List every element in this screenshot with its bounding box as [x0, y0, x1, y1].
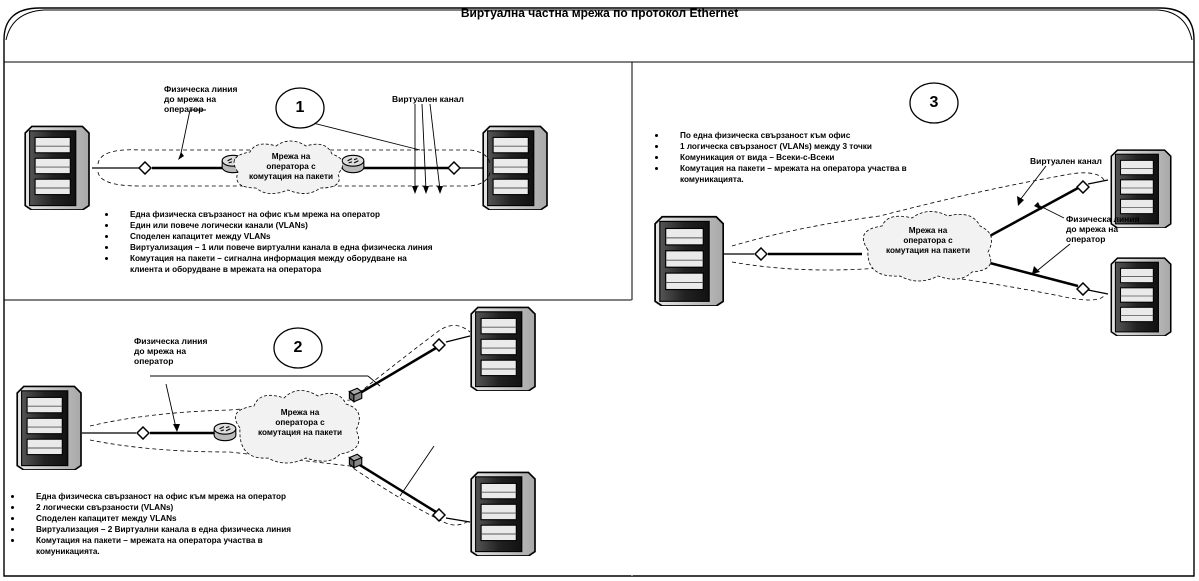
server-icon: [16, 385, 82, 470]
list-item: Една физическа свързаност на офис към мр…: [4, 491, 291, 502]
list-item: 2 логически свързаности (VLANs): [4, 502, 291, 513]
list-item: Един или повече логически канали (VLANs): [98, 220, 433, 231]
section2-diagram: [16, 306, 536, 556]
virtual-channel-label: Виртуален канал: [392, 94, 464, 104]
server-icon: [470, 471, 536, 556]
list-item: По една физическа свързаност към офис: [648, 130, 907, 141]
physical-line-label: Физическа линия до мрежа на оператор: [164, 84, 238, 114]
list-item: Комуникация от вида – Всеки-с-Всеки: [648, 152, 907, 163]
section-number-circle: [909, 82, 959, 124]
server-icon: [470, 306, 536, 391]
section-number: 3: [929, 94, 939, 111]
list-item: 1 логическа свързаност (VLANs) между 3 т…: [648, 141, 907, 152]
header-band: [5, 9, 1193, 41]
section-number: 1: [295, 99, 305, 116]
section-number-circle: [273, 327, 323, 369]
list-item: комуникацията.: [680, 175, 744, 184]
list-item: Споделен капацитет между VLANs: [4, 513, 291, 524]
page-title: Виртуална частна мрежа по протокол Ether…: [460, 6, 739, 20]
list-item: Виртуализация – 2 Виртуални канала в едн…: [4, 524, 291, 535]
cube-icon: [348, 387, 363, 403]
list-item: Споделен капацитет между VLANs: [98, 231, 433, 242]
server-icon: [654, 215, 724, 306]
section-number: 2: [293, 339, 303, 356]
list-item: Комутация на пакети – мрежата на операто…: [648, 163, 907, 174]
list-item: Комутация на пакети – мрежата на операто…: [4, 535, 291, 546]
bullet-list: Една физическа свързаност на офис към мр…: [98, 209, 433, 275]
list-item: комуникацията.: [36, 547, 100, 556]
server-icon: [1110, 257, 1172, 336]
section3-diagram: [654, 82, 1172, 336]
server-icon: [482, 125, 548, 210]
cloud-label: Мрежа на оператора с комутация на пакети: [248, 152, 334, 181]
virtual-channel-label: Виртуален канал: [1030, 156, 1102, 166]
router-icon: [341, 154, 365, 174]
cloud-shape: [235, 390, 360, 464]
list-item: Една физическа свързаност на офис към мр…: [98, 209, 433, 220]
bullet-list: По една физическа свързаност към офис 1 …: [648, 130, 907, 185]
list-item: Комутация на пакети – сигнална информаци…: [98, 253, 433, 264]
list-item: Виртуализация – 1 или повече виртуални к…: [98, 242, 433, 253]
list-item: клиента и оборудване в мрежата на операт…: [130, 265, 322, 274]
cube-icon: [348, 453, 363, 469]
cloud-shape: [233, 140, 344, 194]
physical-line-label: Физическа линия до мрежа на оператор: [134, 336, 208, 366]
cloud-label: Мрежа на оператора с комутация на пакети: [885, 226, 971, 255]
physical-line-label: Физическа линия до мрежа на оператор: [1066, 214, 1140, 244]
router-icon: [213, 422, 237, 442]
server-icon: [24, 125, 90, 210]
bullet-list: Една физическа свързаност на офис към мр…: [4, 491, 291, 557]
cloud-label: Мрежа на оператора с комутация на пакети: [257, 408, 343, 437]
cloud-shape: [863, 211, 992, 282]
section-number-circle: [275, 87, 325, 129]
section1-diagram: [24, 87, 548, 210]
